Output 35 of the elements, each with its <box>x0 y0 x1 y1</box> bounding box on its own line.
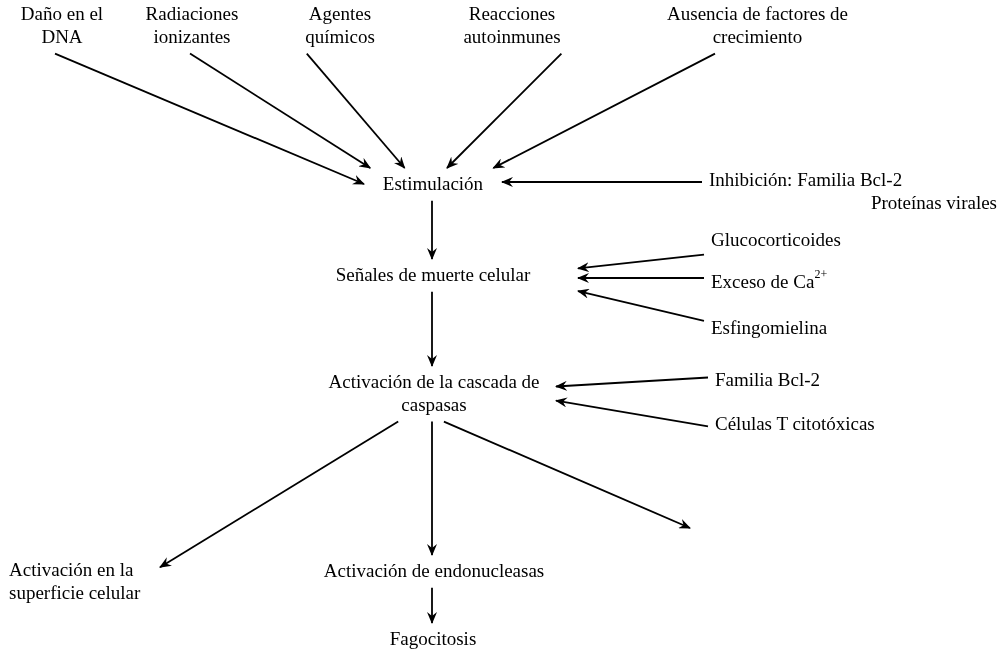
arrow <box>577 253 705 273</box>
factor-label: Daño en el DNA <box>14 2 110 50</box>
arrow <box>427 586 437 624</box>
process-label: Estimulación <box>368 172 498 197</box>
arrow <box>189 52 372 169</box>
arrow <box>305 52 406 169</box>
arrow <box>577 288 705 322</box>
process-label: Activación en la superficie celular <box>6 558 156 606</box>
arrow <box>501 177 703 187</box>
factor-label: Proteínas virales <box>869 191 997 215</box>
process-label: Fagocitosis <box>378 627 488 652</box>
arrow <box>427 420 437 556</box>
arrow <box>555 397 709 428</box>
arrow <box>446 52 563 169</box>
arrow <box>555 376 709 391</box>
factor-label: Glucocorticoides <box>708 228 888 253</box>
arrow <box>427 199 437 260</box>
factor-label: Inhibición: Familia Bcl-2 <box>709 169 904 192</box>
process-label: Señales de muerte celular <box>292 263 574 288</box>
arrow <box>577 273 705 283</box>
arrow <box>54 52 365 185</box>
arrow <box>492 52 716 169</box>
factor-label: Esfingomielina <box>708 316 888 341</box>
factor-label: Radiaciones ionizantes <box>126 2 258 50</box>
arrow <box>427 290 437 367</box>
factor-label: Reacciones autoinmunes <box>442 2 582 50</box>
factor-label: Agentes químicos <box>285 2 395 50</box>
factor-label: Ausencia de factores de crecimiento <box>645 2 870 50</box>
arrow <box>159 420 400 569</box>
process-label: Activación de la cascada de caspasas <box>316 370 552 418</box>
arrow <box>443 420 691 529</box>
process-label: Activación de endonucleasas <box>284 559 584 584</box>
factor-label: Exceso de Ca$^{2+}$ <box>708 270 888 295</box>
factor-label: Familia Bcl-2 <box>712 368 892 393</box>
factor-label: Células T citotóxicas <box>712 412 952 437</box>
